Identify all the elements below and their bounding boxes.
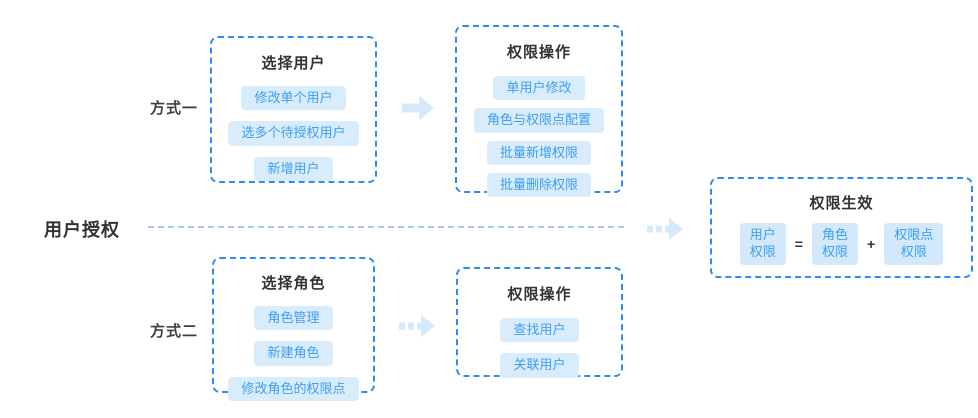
method2-label: 方式二 <box>150 323 199 340</box>
box-title: 权限操作 <box>506 44 571 61</box>
user-permission-pill: 用户 权限 <box>739 223 786 265</box>
list-item: 查找用户 <box>500 318 579 343</box>
box-title: 选择用户 <box>261 55 326 72</box>
list-item: 单用户修改 <box>493 76 585 101</box>
method1-select-user-box: 选择用户 修改单个用户 选多个待授权用户 新增用户 <box>210 36 377 183</box>
pill-list: 查找用户 关联用户 <box>500 318 579 378</box>
pill-list: 修改单个用户 选多个待授权用户 新增用户 <box>228 86 359 181</box>
pill-line: 权限 <box>821 243 848 259</box>
list-item: 修改角色的权限点 <box>228 376 359 401</box>
pill-line: 权限 <box>749 243 776 259</box>
list-item: 新建角色 <box>254 341 333 366</box>
pill-line: 用户 <box>749 227 776 242</box>
method2-select-role-box: 选择角色 角色管理 新建角色 修改角色的权限点 <box>212 257 375 401</box>
list-item: 批量删除权限 <box>486 172 591 197</box>
box-title: 权限操作 <box>507 286 572 303</box>
method2-permission-ops-box: 权限操作 查找用户 关联用户 <box>456 267 623 378</box>
permission-point-pill: 权限点 权限 <box>884 223 944 265</box>
block-arrow-right-icon <box>402 95 435 126</box>
role-permission-pill: 角色 权限 <box>811 223 858 265</box>
pill-line: 角色 <box>821 227 848 242</box>
dashed-arrow-right-icon <box>647 216 684 247</box>
box-title: 权限生效 <box>809 195 874 212</box>
pill-list: 角色管理 新建角色 修改角色的权限点 <box>228 306 359 401</box>
list-item: 新增用户 <box>254 156 333 181</box>
pill-line: 权限 <box>900 243 927 259</box>
list-item: 关联用户 <box>500 353 579 378</box>
equals-sign: = <box>794 235 803 252</box>
method1-permission-ops-box: 权限操作 单用户修改 角色与权限点配置 批量新增权限 批量删除权限 <box>455 25 623 197</box>
permission-equation: 用户 权限 = 角色 权限 + 权限点 权限 <box>739 223 944 265</box>
list-item: 选多个待授权用户 <box>228 121 359 146</box>
list-item: 角色与权限点配置 <box>473 108 604 133</box>
dashed-arrow-right-icon <box>399 313 436 344</box>
list-item: 角色管理 <box>254 306 333 331</box>
diagram-root-label: 用户授权 <box>44 220 120 240</box>
permission-effective-box: 权限生效 用户 权限 = 角色 权限 + 权限点 权限 <box>710 177 973 278</box>
list-item: 批量新增权限 <box>486 140 591 165</box>
pill-line: 权限点 <box>894 227 934 242</box>
method1-label: 方式一 <box>150 100 199 117</box>
plus-sign: + <box>867 235 876 252</box>
pill-list: 单用户修改 角色与权限点配置 批量新增权限 批量删除权限 <box>473 76 604 197</box>
box-title: 选择角色 <box>261 275 326 292</box>
flow-dashed-line <box>148 226 624 228</box>
list-item: 修改单个用户 <box>241 86 346 111</box>
